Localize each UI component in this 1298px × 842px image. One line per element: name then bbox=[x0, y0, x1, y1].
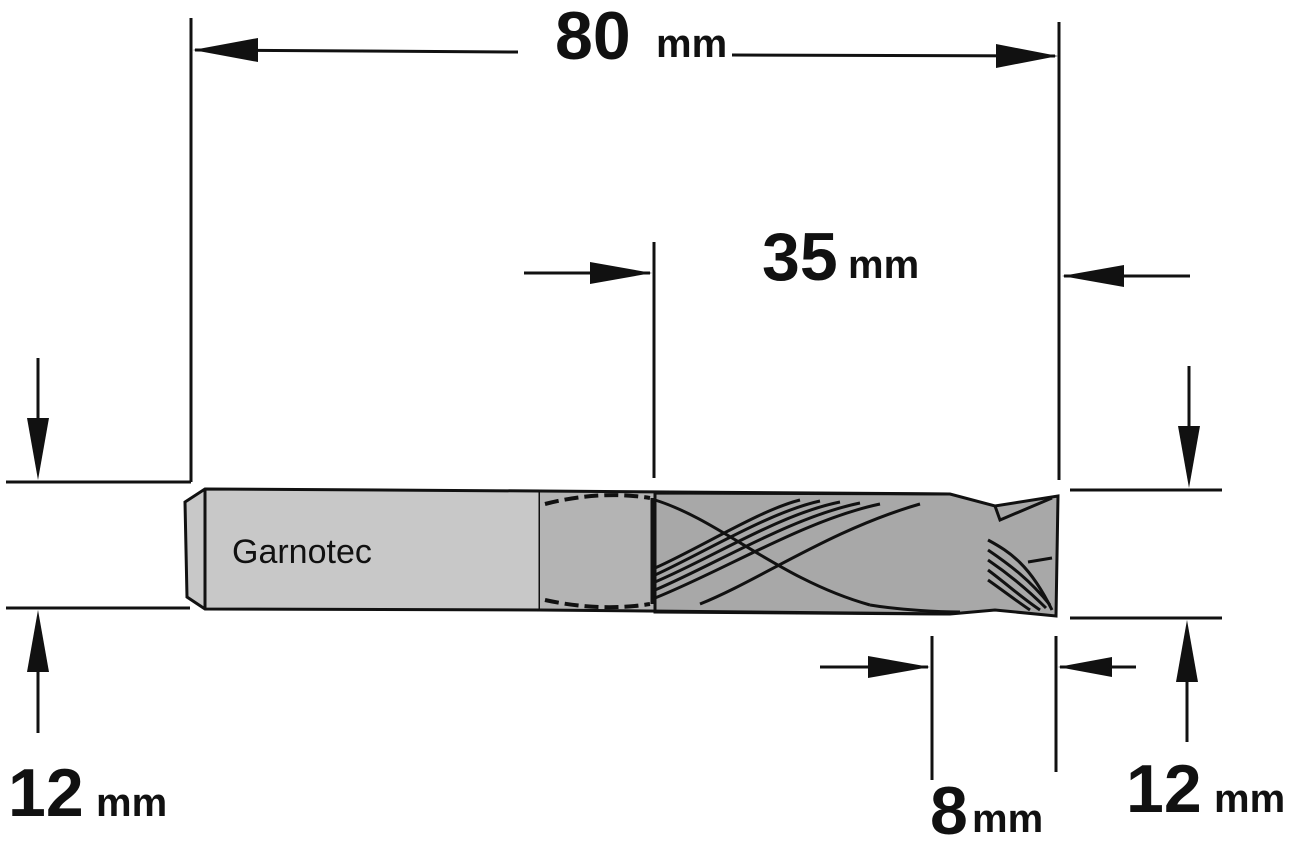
arrow-left-icon bbox=[1058, 657, 1112, 677]
arrow-right-icon bbox=[868, 656, 930, 678]
extension-lines bbox=[6, 18, 1222, 780]
cutting-length-value: 35 bbox=[762, 219, 838, 295]
flute-lines bbox=[654, 498, 961, 614]
cutting-length-dimension: 35 mm bbox=[524, 219, 1190, 295]
arrow-up-icon bbox=[27, 610, 49, 672]
tip-width-dimension: 8 mm bbox=[820, 656, 1136, 842]
overall-length-value: 80 bbox=[555, 0, 631, 74]
tip-edges bbox=[987, 496, 1054, 612]
shank-diameter-dimension: 12 mm bbox=[8, 358, 167, 831]
shank-diameter-unit: mm bbox=[96, 781, 167, 825]
overall-length-dimension: 80 mm bbox=[193, 0, 1058, 74]
arrow-right-icon bbox=[996, 44, 1058, 68]
arrow-right-icon bbox=[590, 262, 652, 284]
brand-label: Garnotec bbox=[232, 533, 372, 571]
tip-width-unit: mm bbox=[972, 797, 1043, 841]
arrow-left-icon bbox=[1062, 265, 1124, 287]
cutting-diameter-unit: mm bbox=[1214, 777, 1285, 821]
arrow-down-icon bbox=[27, 418, 49, 480]
router-bit: Garnotec bbox=[183, 487, 1060, 618]
cutting-length-unit: mm bbox=[848, 243, 919, 287]
shank-transition bbox=[540, 491, 655, 612]
tip-width-value: 8 bbox=[930, 773, 968, 842]
overall-length-unit: mm bbox=[656, 22, 727, 66]
cutting-diameter-dimension: 12 mm bbox=[1126, 366, 1285, 827]
shank-diameter-value: 12 bbox=[8, 755, 84, 831]
cutting-diameter-value: 12 bbox=[1126, 751, 1202, 827]
arrow-left-icon bbox=[193, 38, 258, 62]
arrow-down-icon bbox=[1178, 426, 1200, 488]
arrow-up-icon bbox=[1176, 620, 1198, 682]
